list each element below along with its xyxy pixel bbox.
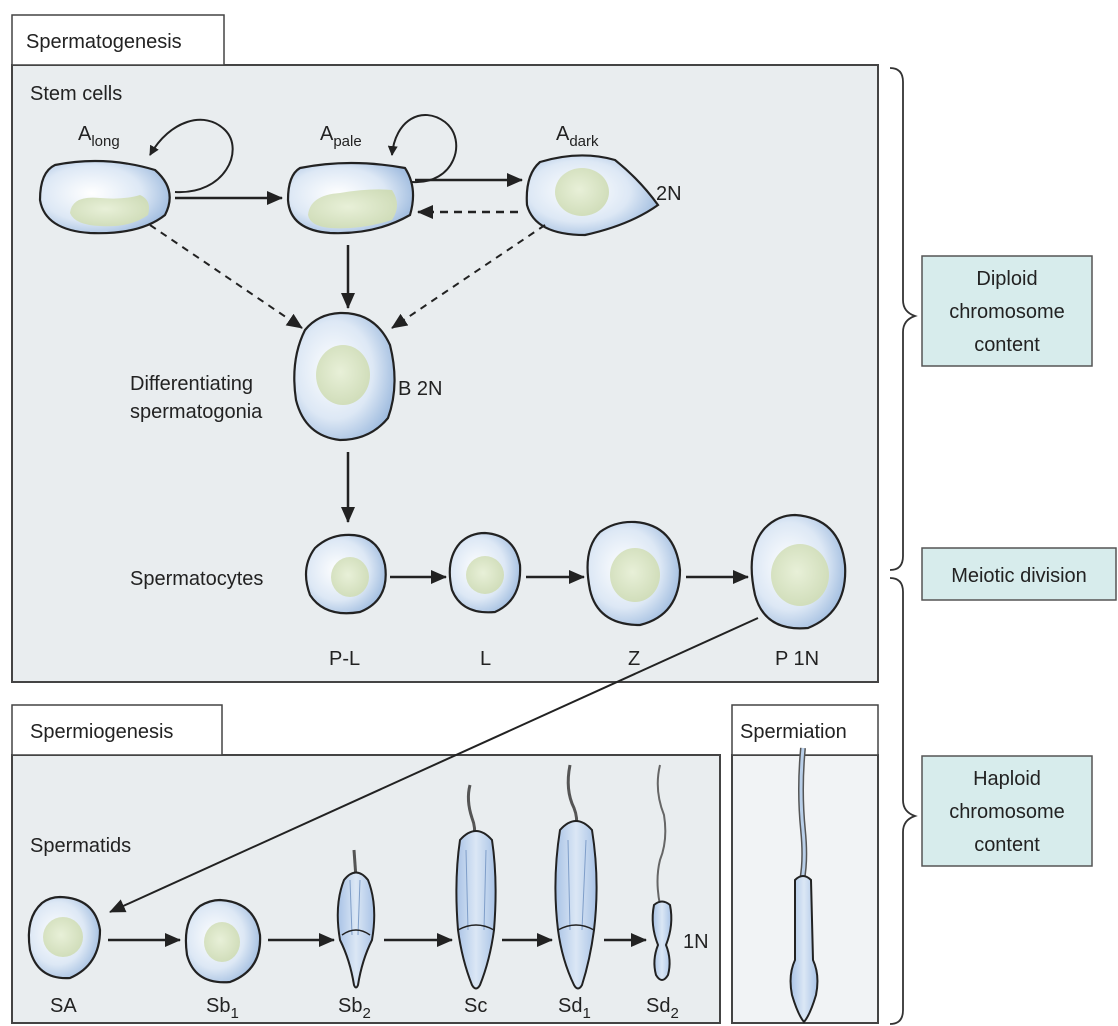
sb1-spermatid-cell bbox=[184, 898, 262, 984]
haploid-line-1: Haploid bbox=[973, 768, 1041, 790]
sd2-label: Sd2 bbox=[646, 995, 679, 1022]
differentiating-label-2: spermatogonia bbox=[130, 401, 263, 423]
a-pale-cell bbox=[286, 161, 415, 235]
spermatocytes-label: Spermatocytes bbox=[130, 568, 263, 590]
spermatid-ploidy: 1N bbox=[683, 931, 709, 953]
pl-label: P-L bbox=[329, 648, 360, 670]
spermatogenesis-tab bbox=[11, 14, 225, 66]
diploid-line-3: content bbox=[974, 334, 1040, 356]
sb2-spermatid-cell bbox=[336, 849, 376, 989]
arrow-adark-to-b bbox=[391, 224, 546, 329]
spermiogenesis-tab bbox=[11, 704, 223, 756]
pl-spermatocyte-cell bbox=[304, 533, 387, 615]
a-dark-cell bbox=[525, 154, 660, 237]
l-spermatocyte-cell bbox=[448, 531, 522, 614]
meiotic-division-box bbox=[921, 547, 1117, 601]
haploid-line-2: chromosome bbox=[949, 801, 1065, 823]
a-dark-ploidy: 2N bbox=[656, 183, 682, 205]
spermiation-tab bbox=[731, 704, 879, 756]
a-long-cell bbox=[38, 159, 171, 235]
sc-spermatid-cell bbox=[455, 784, 497, 990]
a-pale-self-renewal-arrow bbox=[387, 114, 458, 184]
a-pale-label: Apale bbox=[320, 123, 362, 150]
z-label: Z bbox=[628, 648, 640, 670]
p-spermatocyte-cell bbox=[750, 513, 847, 630]
arrow-along-to-b bbox=[149, 224, 303, 329]
stem-cells-label: Stem cells bbox=[30, 83, 122, 105]
spermatogenesis-title: Spermatogenesis bbox=[26, 31, 182, 53]
sa-label: SA bbox=[50, 995, 77, 1017]
a-long-label: Along bbox=[78, 123, 120, 150]
sb1-label: Sb1 bbox=[206, 995, 239, 1022]
meiotic-division-label: Meiotic division bbox=[951, 565, 1087, 587]
b-cell-label: B 2N bbox=[398, 378, 442, 400]
spermiation-title: Spermiation bbox=[740, 721, 847, 743]
spermatids-label: Spermatids bbox=[30, 835, 131, 857]
diploid-line-1: Diploid bbox=[976, 268, 1037, 290]
sb2-label: Sb2 bbox=[338, 995, 371, 1022]
sd2-spermatid-cell bbox=[651, 764, 673, 981]
spermiogenesis-title: Spermiogenesis bbox=[30, 721, 173, 743]
p-label: P 1N bbox=[775, 648, 819, 670]
diploid-box bbox=[921, 255, 1093, 367]
l-label: L bbox=[480, 648, 491, 670]
sa-spermatid-cell bbox=[27, 895, 102, 980]
haploid-box bbox=[921, 755, 1093, 867]
sd1-label: Sd1 bbox=[558, 995, 591, 1022]
haploid-line-3: content bbox=[974, 834, 1040, 856]
differentiating-label-1: Differentiating bbox=[130, 373, 253, 395]
diploid-line-2: chromosome bbox=[949, 301, 1065, 323]
haploid-brace bbox=[889, 577, 918, 1025]
sc-label: Sc bbox=[464, 995, 487, 1017]
arrow-p-to-sa bbox=[109, 617, 759, 913]
sd1-spermatid-cell bbox=[554, 764, 598, 990]
b-spermatogonium-cell bbox=[293, 311, 396, 442]
z-spermatocyte-cell bbox=[586, 520, 682, 627]
released-spermatozoon bbox=[789, 747, 819, 1024]
diploid-brace bbox=[889, 67, 918, 571]
a-long-self-renewal-arrow bbox=[149, 118, 234, 194]
a-dark-label: Adark bbox=[556, 123, 599, 150]
